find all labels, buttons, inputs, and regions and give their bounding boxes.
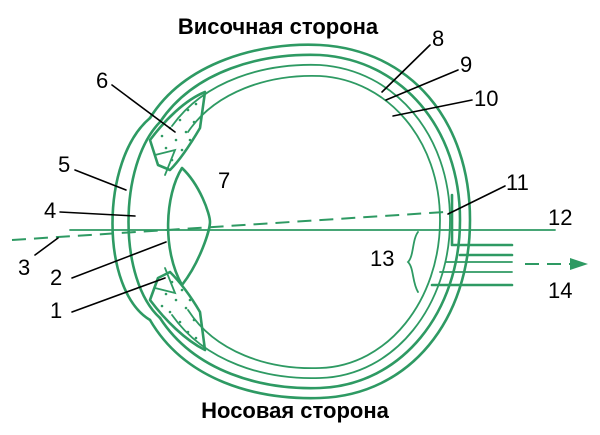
label-12: 12 [548, 205, 572, 230]
label-9: 9 [460, 52, 472, 77]
label-13: 13 [370, 246, 394, 271]
title-temporal-side: Височная сторона [178, 14, 379, 39]
cornea-outer [111, 116, 152, 322]
optic-nerve [430, 193, 514, 287]
leader-lines [34, 44, 506, 313]
visual-axis [11, 211, 446, 241]
label-7: 7 [218, 168, 230, 193]
lens [166, 166, 212, 287]
label-4: 4 [44, 198, 56, 223]
retina [171, 63, 451, 380]
label-10: 10 [474, 86, 498, 111]
ciliary-body-upper [148, 90, 207, 176]
label-6: 6 [96, 68, 108, 93]
arrow-right-icon [525, 258, 588, 270]
inner-retina-layer [187, 74, 441, 370]
cornea-inner [127, 120, 162, 320]
sclera [148, 43, 472, 400]
eyeball-layers [148, 43, 472, 400]
choroid [158, 53, 462, 390]
label-14: 14 [548, 278, 572, 303]
label-5: 5 [58, 152, 70, 177]
label-8: 8 [432, 26, 444, 51]
bracket-13 [406, 231, 419, 293]
label-1: 1 [50, 298, 62, 323]
title-nasal-side: Носовая сторона [201, 398, 389, 423]
label-11: 11 [506, 170, 529, 195]
label-3: 3 [18, 255, 30, 280]
label-2: 2 [50, 265, 62, 290]
ciliary-body-lower [148, 267, 207, 352]
